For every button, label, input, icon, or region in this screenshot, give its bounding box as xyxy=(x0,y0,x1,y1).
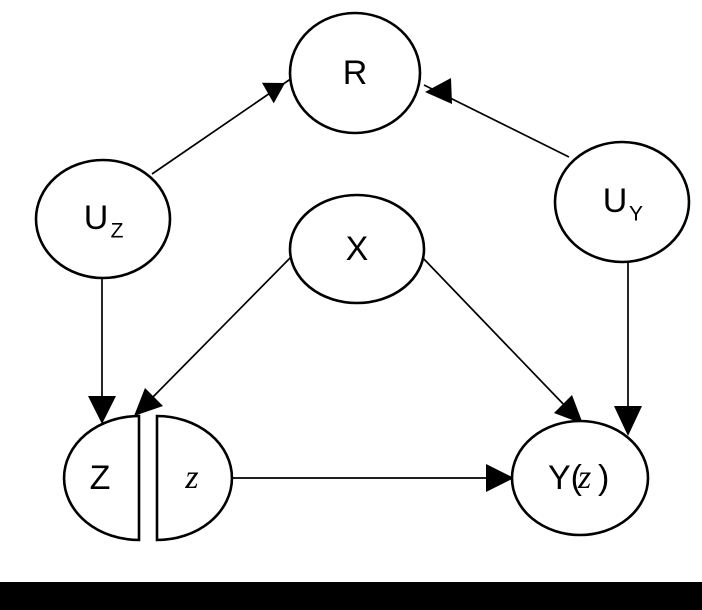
edge-uy-to-r-arrowhead xyxy=(425,78,452,104)
node-yz-label-suffix: ) xyxy=(598,459,609,497)
node-z-intervened-label: z xyxy=(184,459,198,496)
node-z-intervened[interactable]: z xyxy=(155,414,234,542)
edge-x-to-yz-line xyxy=(420,255,569,410)
node-uy-sublabel: Y xyxy=(629,203,643,226)
node-uz[interactable]: U Z xyxy=(34,158,172,280)
edge-x-to-z-line xyxy=(149,254,294,401)
node-z-observed[interactable]: Z xyxy=(62,414,141,542)
edge-uy-to-yz-arrowhead xyxy=(614,406,642,436)
node-uz-sublabel: Z xyxy=(111,220,124,243)
node-z-intervened-half-ellipse[interactable] xyxy=(155,414,234,542)
edge-x-to-yz xyxy=(420,255,583,424)
node-layer: R U Z U Y X Z xyxy=(34,11,691,542)
edge-uy-to-yz xyxy=(614,262,642,436)
node-yz[interactable]: Y( z ) xyxy=(510,419,650,537)
edge-layer xyxy=(88,77,642,492)
edge-uy-to-r xyxy=(423,78,570,158)
edge-uz-to-r xyxy=(151,77,293,175)
node-yz-label-prefix: Y( xyxy=(548,459,583,497)
node-r[interactable]: R xyxy=(288,11,422,135)
node-z-observed-half-ellipse[interactable] xyxy=(62,414,141,542)
node-uy-ellipse[interactable] xyxy=(553,140,691,264)
edge-x-to-z xyxy=(134,254,294,416)
node-yz-ellipse[interactable] xyxy=(510,419,650,537)
node-uz-label: U xyxy=(84,199,109,237)
node-yz-label-argument: z xyxy=(577,459,591,496)
edge-uz-to-z-arrowhead xyxy=(88,396,116,424)
edge-uz-to-r-arrowhead xyxy=(261,82,285,104)
edge-x-to-z-arrowhead xyxy=(134,388,163,416)
node-uy-label: U xyxy=(603,182,628,220)
node-z-observed-label: Z xyxy=(90,459,111,497)
node-r-label: R xyxy=(343,54,368,92)
node-uz-ellipse[interactable] xyxy=(34,158,172,280)
node-x-label: X xyxy=(346,230,369,268)
edge-x-to-yz-arrowhead xyxy=(554,395,583,424)
node-x-ellipse[interactable] xyxy=(288,193,426,305)
edge-z-to-yz-arrowhead xyxy=(486,464,514,492)
edge-z-to-yz xyxy=(232,464,514,492)
node-x[interactable]: X xyxy=(288,193,426,305)
node-r-ellipse[interactable] xyxy=(288,11,422,135)
node-uy[interactable]: U Y xyxy=(553,140,691,264)
edge-uz-to-z xyxy=(88,278,116,424)
bottom-black-bar xyxy=(0,582,702,610)
